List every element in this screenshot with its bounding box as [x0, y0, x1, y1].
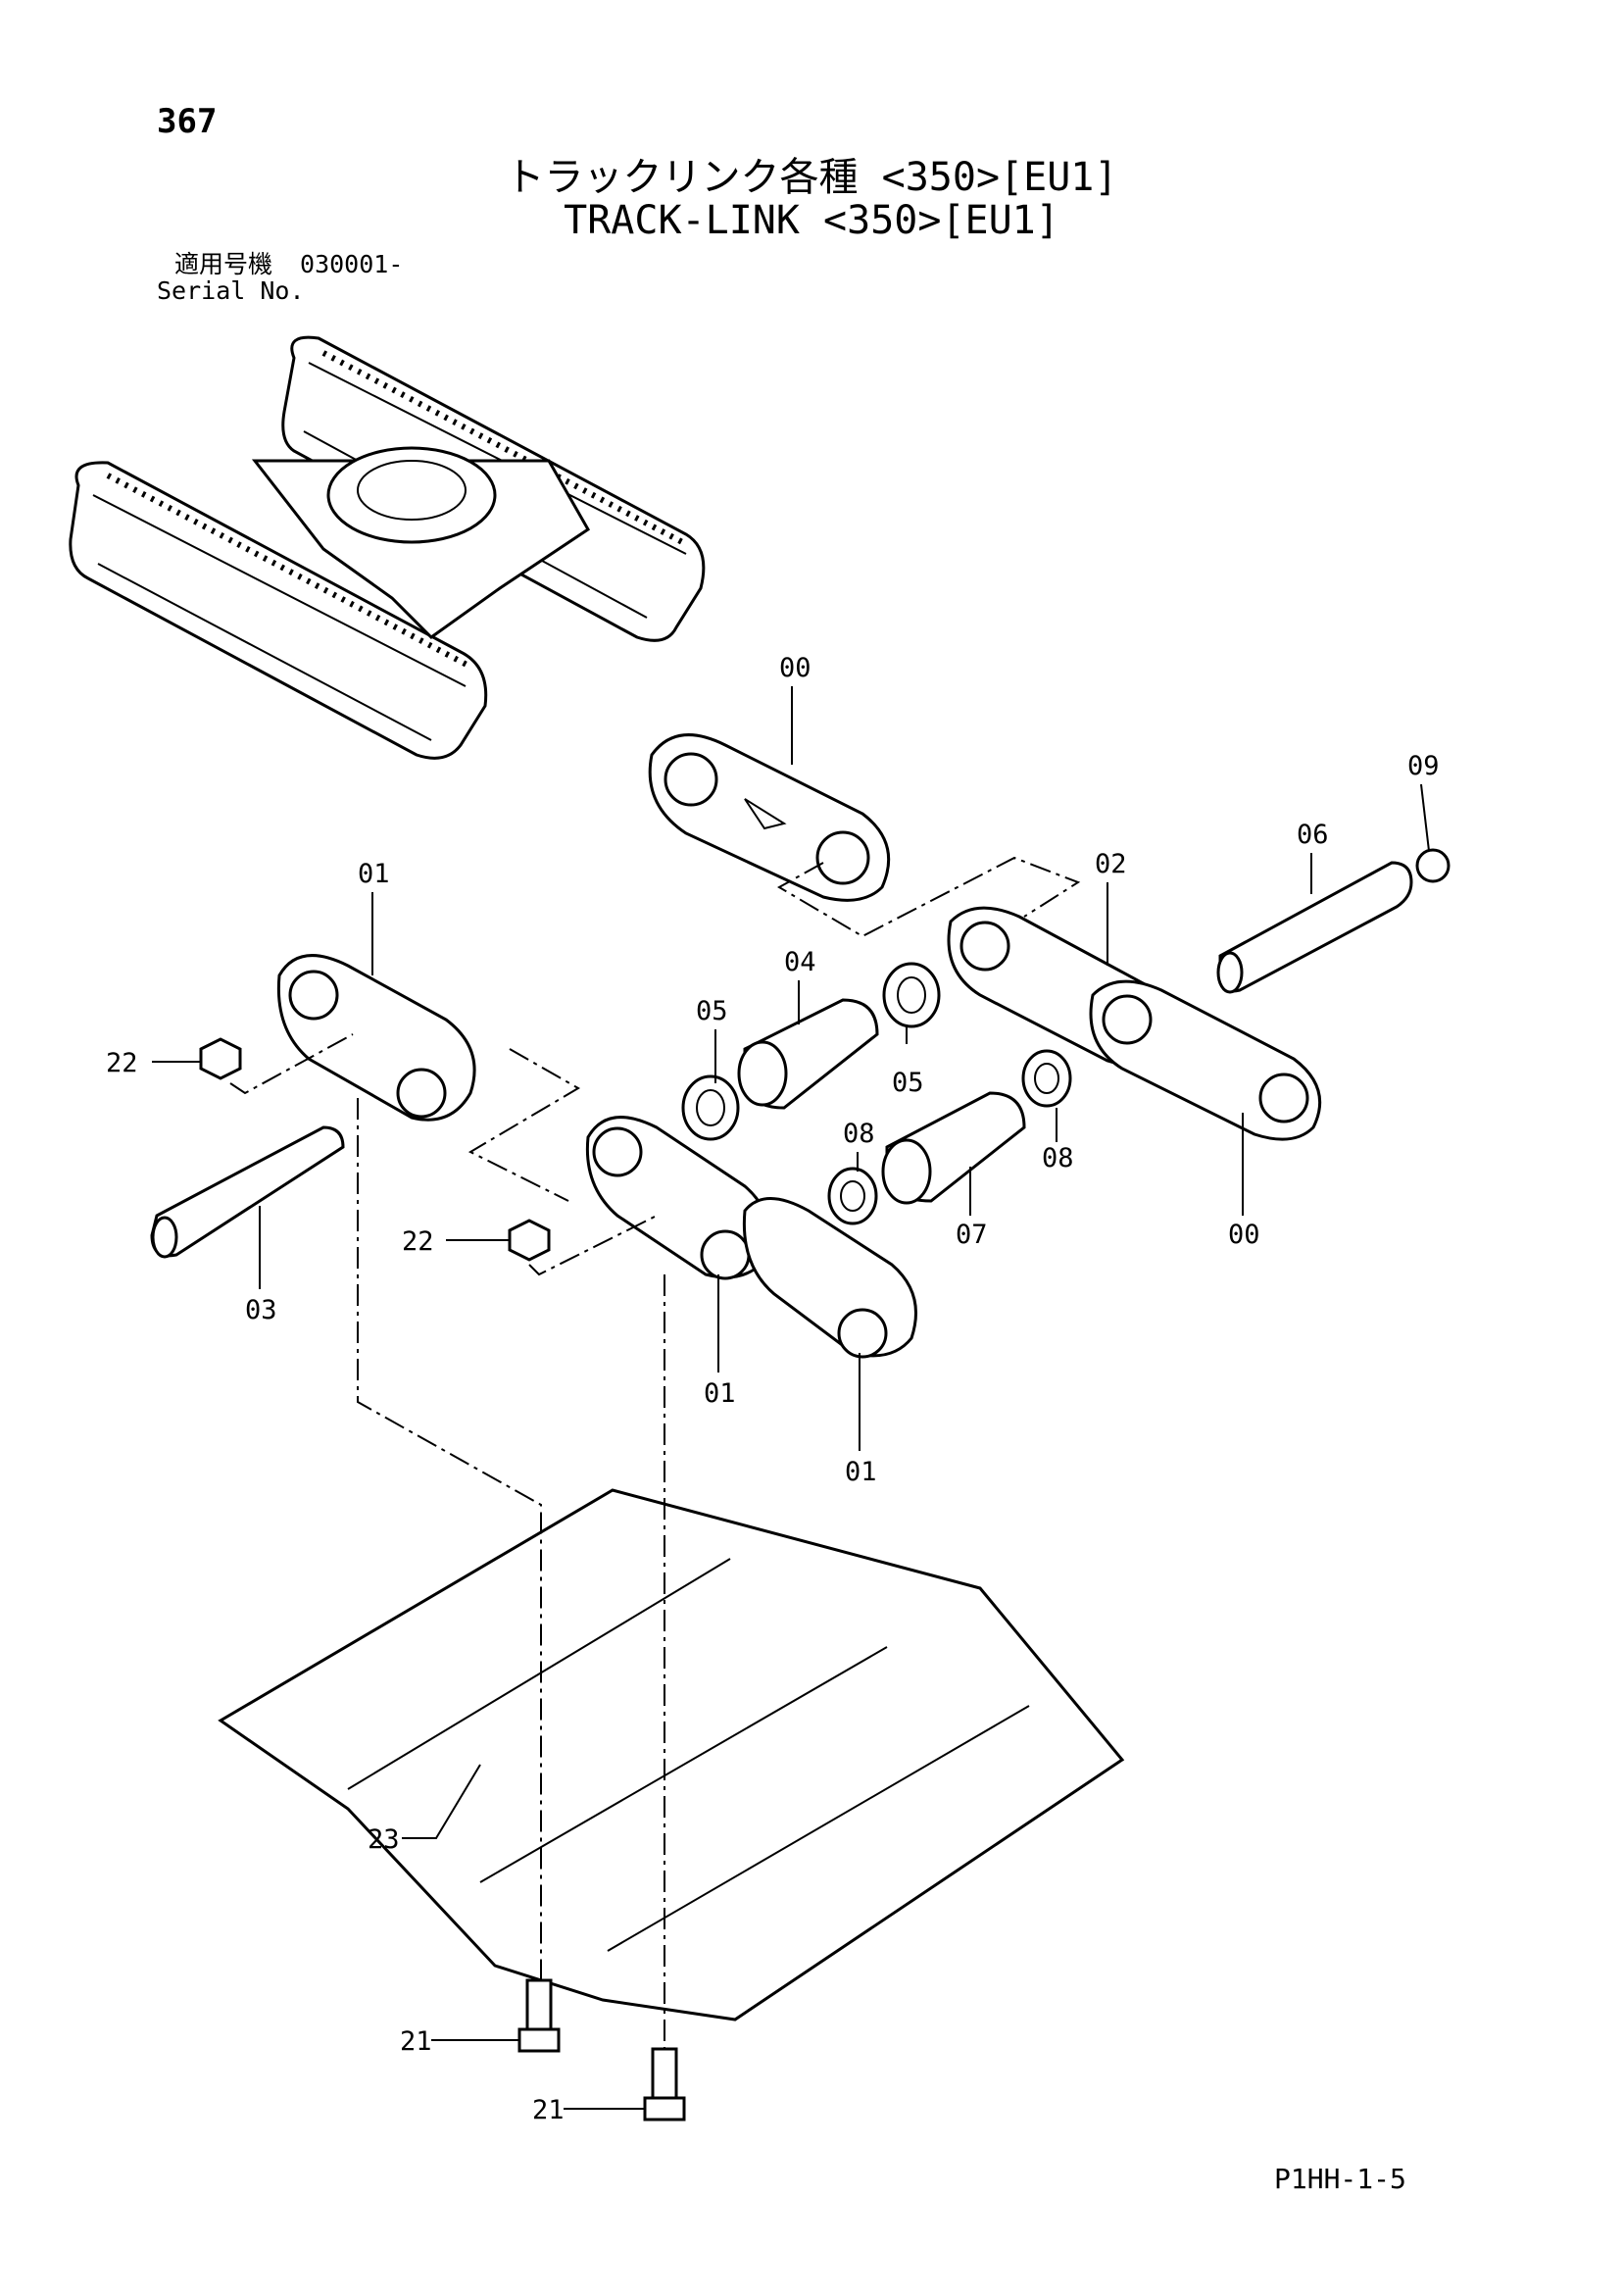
track-link-01-mid	[585, 1116, 770, 1280]
callout-00-right: 00	[1228, 1220, 1260, 1250]
title-english: TRACK-LINK <350>[EU1]	[564, 198, 1059, 243]
callout-07: 07	[956, 1220, 988, 1250]
callout-23: 23	[368, 1824, 400, 1855]
serial-row-jp: 適用号機 030001-	[157, 251, 403, 277]
track-link-01-bottom	[742, 1197, 917, 1359]
callout-05-left: 05	[696, 996, 728, 1026]
undercarriage-overview	[69, 335, 706, 760]
nut-22-mid	[508, 1219, 551, 1262]
serial-label-jp: 適用号機	[174, 250, 273, 278]
seal-05-left	[681, 1074, 740, 1141]
track-link-00-right	[1089, 979, 1322, 1141]
track-link-00-top	[648, 733, 891, 902]
seal-08-left	[827, 1167, 878, 1225]
retaining-ring-09	[1415, 848, 1451, 883]
callout-02: 02	[1095, 849, 1127, 879]
callout-22-mid: 22	[402, 1226, 434, 1257]
callout-21-right: 21	[532, 2095, 565, 2125]
bushing-04	[737, 998, 879, 1110]
track-shoe-23	[218, 1488, 1125, 2021]
callout-04: 04	[784, 947, 816, 977]
pin-03	[150, 1125, 345, 1259]
page-number: 367	[157, 102, 218, 141]
pin-06	[1216, 861, 1413, 994]
serial-value: 030001-	[300, 250, 404, 278]
bushing-07	[881, 1091, 1026, 1205]
callout-08-right: 08	[1042, 1143, 1074, 1173]
callout-08-top: 08	[843, 1119, 875, 1149]
seal-08-right	[1021, 1049, 1072, 1108]
callout-09: 09	[1407, 751, 1440, 781]
callout-06: 06	[1297, 820, 1329, 850]
serial-block: 適用号機 030001- Serial No.	[157, 251, 403, 304]
title-japanese: トラックリンク各種 <350>[EU1]	[505, 155, 1118, 200]
track-link-01-left	[276, 954, 476, 1122]
callout-00-top: 00	[779, 653, 812, 683]
callout-01-mid: 01	[704, 1378, 736, 1409]
callout-01-left: 01	[358, 859, 390, 889]
callout-22-left: 22	[106, 1048, 138, 1078]
callout-21-left: 21	[400, 2026, 432, 2057]
serial-label-en: Serial No.	[157, 276, 305, 305]
callout-05-right: 05	[892, 1068, 924, 1098]
footer-code: P1HH-1-5	[1274, 2163, 1406, 2195]
callout-03: 03	[245, 1295, 277, 1325]
seal-05-right	[882, 962, 941, 1028]
bolt-21-right	[643, 2047, 686, 2121]
bolt-21-left	[517, 1978, 561, 2053]
callout-01-bottom: 01	[845, 1457, 877, 1487]
nut-22-left	[199, 1037, 242, 1080]
